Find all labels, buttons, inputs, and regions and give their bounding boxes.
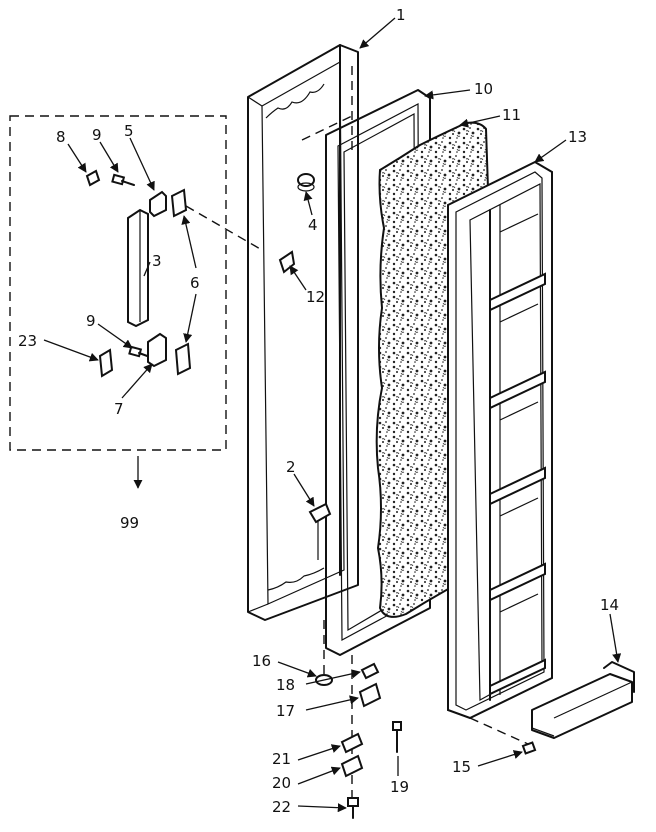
label-part-22: 22 [272,798,291,816]
hinge-cover-top [85,169,101,187]
label-part-8: 8 [56,128,66,146]
shelf-rail [531,661,635,739]
label-part-6: 6 [190,274,200,292]
label-part-16: 16 [252,652,271,670]
bottom-screw [392,721,402,753]
label-part-12: 12 [306,288,325,306]
label-part-99: 99 [120,514,139,532]
label-part-17: 17 [276,702,295,720]
label-part-3: 3 [152,252,162,270]
screw-bottom [128,345,151,358]
label-part-7: 7 [114,400,124,418]
label-part-18: 18 [276,676,295,694]
door-stop [308,502,332,560]
liner-screw [469,717,537,755]
label-part-9-bottom: 9 [86,312,96,330]
label-part-19: 19 [390,778,409,796]
hinge-kit-box [9,115,227,451]
label-part-5: 5 [124,122,134,140]
label-part-9-top: 9 [92,126,102,144]
bottom-bracket [340,754,364,778]
label-part-4: 4 [308,216,318,234]
door-outer-panel [247,44,359,621]
inner-door-liner [447,160,553,720]
screw-top [111,173,135,186]
bottom-hinge-washer [358,662,382,708]
door-plug [297,173,315,192]
label-part-2: 2 [286,458,296,476]
hinge-bar [127,208,149,328]
bottom-spacer [340,732,364,754]
label-part-13: 13 [568,128,587,146]
upper-hinge [149,188,188,218]
label-part-1: 1 [396,6,406,24]
leader-lines [43,17,622,813]
label-part-11: 11 [502,106,521,124]
label-part-10: 10 [474,80,493,98]
hinge-cap [98,348,114,378]
label-part-21: 21 [272,750,291,768]
door-clip [278,250,296,274]
lower-hinge [147,332,192,376]
label-part-20: 20 [272,774,291,792]
label-part-15: 15 [452,758,471,776]
label-part-14: 14 [600,596,619,614]
bottom-pin-screw [347,797,359,819]
label-part-23: 23 [18,332,37,350]
